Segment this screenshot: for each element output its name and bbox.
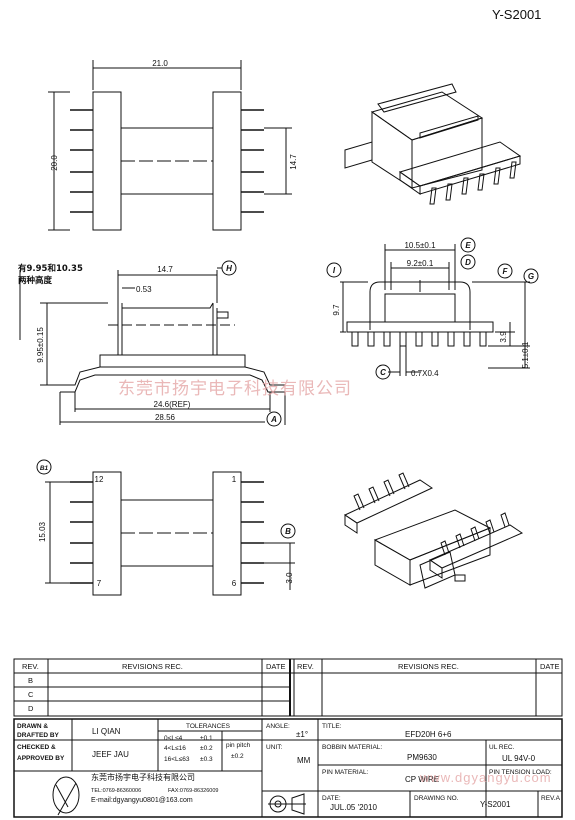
- label-f: F: [503, 267, 509, 276]
- dim-side-tab: 0.53: [136, 285, 152, 294]
- title-block-grid: [13, 658, 563, 818]
- rev-header-left: REV.: [22, 662, 39, 671]
- ul-label: UL REC.: [489, 744, 515, 751]
- watermark: 东莞市扬宇电子科技有限公司: [118, 379, 352, 399]
- label-i: I: [333, 266, 336, 275]
- tol-range-3: 16<L≤63: [164, 756, 190, 763]
- side-view: [19, 260, 286, 427]
- height-note-line2: 两种高度: [18, 276, 53, 286]
- height-note-line1: 有9.95和10.35: [18, 264, 83, 274]
- company-fax: FAX:0769-86326009: [168, 788, 219, 794]
- unit-value: MM: [297, 756, 311, 765]
- company-name: 东莞市扬宇电子科技有限公司: [91, 773, 195, 782]
- date-value: JUL.05 '2010: [330, 803, 377, 812]
- drawn-label-2: DRAFTED BY: [17, 732, 59, 739]
- checked-label-1: CHECKED &: [17, 744, 56, 751]
- dim-end-inner: 9.2±0.1: [407, 259, 434, 268]
- company-email: E-mail:dgyangyu0801@163.com: [91, 797, 193, 804]
- company-tel: TEL:0769-86360006: [91, 788, 142, 794]
- dim-end-height: 9.7: [332, 304, 341, 316]
- end-view: [326, 237, 539, 380]
- drawn-value: LI QIAN: [92, 727, 121, 736]
- tolerances-label: TOLERANCES: [186, 723, 230, 730]
- pin-6: 6: [232, 579, 237, 588]
- dim-side-top: 14.7: [157, 265, 173, 274]
- dim-bottom-pitch: 3.0: [285, 572, 294, 584]
- label-d: D: [465, 258, 471, 267]
- pin-material-label: PIN MATERIAL:: [322, 769, 369, 776]
- pin-12: 12: [95, 475, 104, 484]
- watermark-url: www.dgyangyu.com: [420, 770, 552, 785]
- dim-bottom-height: 15.03: [38, 521, 47, 542]
- bobbin-material-value: PM9630: [407, 753, 437, 762]
- checked-value: JEEF JAU: [92, 750, 129, 759]
- label-h: H: [226, 264, 232, 273]
- pin-1: 1: [232, 475, 237, 484]
- pin-pitch-label: pin pitch: [226, 742, 251, 749]
- dim-end-overall: 5.1±0.1: [521, 341, 530, 368]
- dim-side-overall: 28.56: [155, 413, 176, 422]
- angle-value: ±1°: [296, 730, 309, 739]
- rev-row-b: B: [28, 676, 34, 685]
- pin-tension-label: PIN TENSION LOAD:: [489, 769, 552, 776]
- title-value: EFD20H 6+6: [405, 730, 452, 739]
- label-b1: B1: [40, 465, 49, 472]
- rev-header-right: REV.: [297, 662, 314, 671]
- drawing-no-value: Y-S2001: [480, 800, 511, 809]
- dim-top-inner: 14.7: [289, 154, 298, 170]
- top-view: [48, 60, 292, 231]
- dim-side-height: 9.95±0.15: [36, 327, 45, 363]
- title-label: TITLE:: [322, 723, 342, 730]
- label-g: G: [528, 272, 534, 281]
- drawing-views: 21.0 20.0 14.7 14.7 0.53 9.95±0.15 24.6(…: [19, 59, 539, 596]
- tol-value-1: ±0.1: [200, 735, 213, 742]
- dim-end-slot: 0.7X0.4: [411, 369, 439, 378]
- drawing-no-label: DRAWING NO.: [414, 795, 459, 802]
- rev-label: REV.A: [541, 795, 560, 802]
- label-e: E: [465, 241, 471, 250]
- rec-header-right: REVISIONS REC.: [398, 662, 459, 671]
- date-header-right: DATE: [540, 662, 560, 671]
- checked-label-2: APPROVED BY: [17, 755, 65, 762]
- dim-end-pin: 3.9: [499, 331, 508, 343]
- tol-range-2: 4<L≤16: [164, 745, 186, 752]
- pin-7: 7: [97, 579, 102, 588]
- tol-range-1: 0<L≤4: [164, 735, 183, 742]
- unit-label: UNIT:: [266, 744, 283, 751]
- pin-material-value: CP WIRE: [405, 775, 440, 784]
- bottom-view: [36, 459, 296, 596]
- drawn-label-1: DRAWN &: [17, 723, 49, 730]
- tol-value-2: ±0.2: [200, 745, 213, 752]
- rec-header-left: REVISIONS REC.: [122, 662, 183, 671]
- date-label: DATE:: [322, 795, 341, 802]
- angle-label: ANGLE:: [266, 723, 290, 730]
- label-a: A: [270, 415, 277, 424]
- label-c: C: [380, 368, 386, 377]
- ul-value: UL 94V-0: [502, 754, 536, 763]
- tol-value-3: ±0.3: [200, 756, 213, 763]
- date-header-left: DATE: [266, 662, 286, 671]
- label-b: B: [285, 527, 291, 536]
- doc-code: Y-S2001: [492, 7, 542, 22]
- rev-row-c: C: [28, 690, 34, 699]
- bobbin-material-label: BOBBIN MATERIAL:: [322, 744, 383, 751]
- dim-end-top: 10.5±0.1: [404, 241, 436, 250]
- iso-view-top: [344, 83, 522, 205]
- iso-view-bottom: [343, 472, 524, 589]
- dim-side-ref: 24.6(REF): [154, 400, 191, 409]
- dim-top-height: 20.0: [50, 155, 59, 171]
- pin-pitch-value: ±0.2: [231, 753, 244, 760]
- dim-top-width: 21.0: [152, 59, 168, 68]
- rev-row-d: D: [28, 704, 34, 713]
